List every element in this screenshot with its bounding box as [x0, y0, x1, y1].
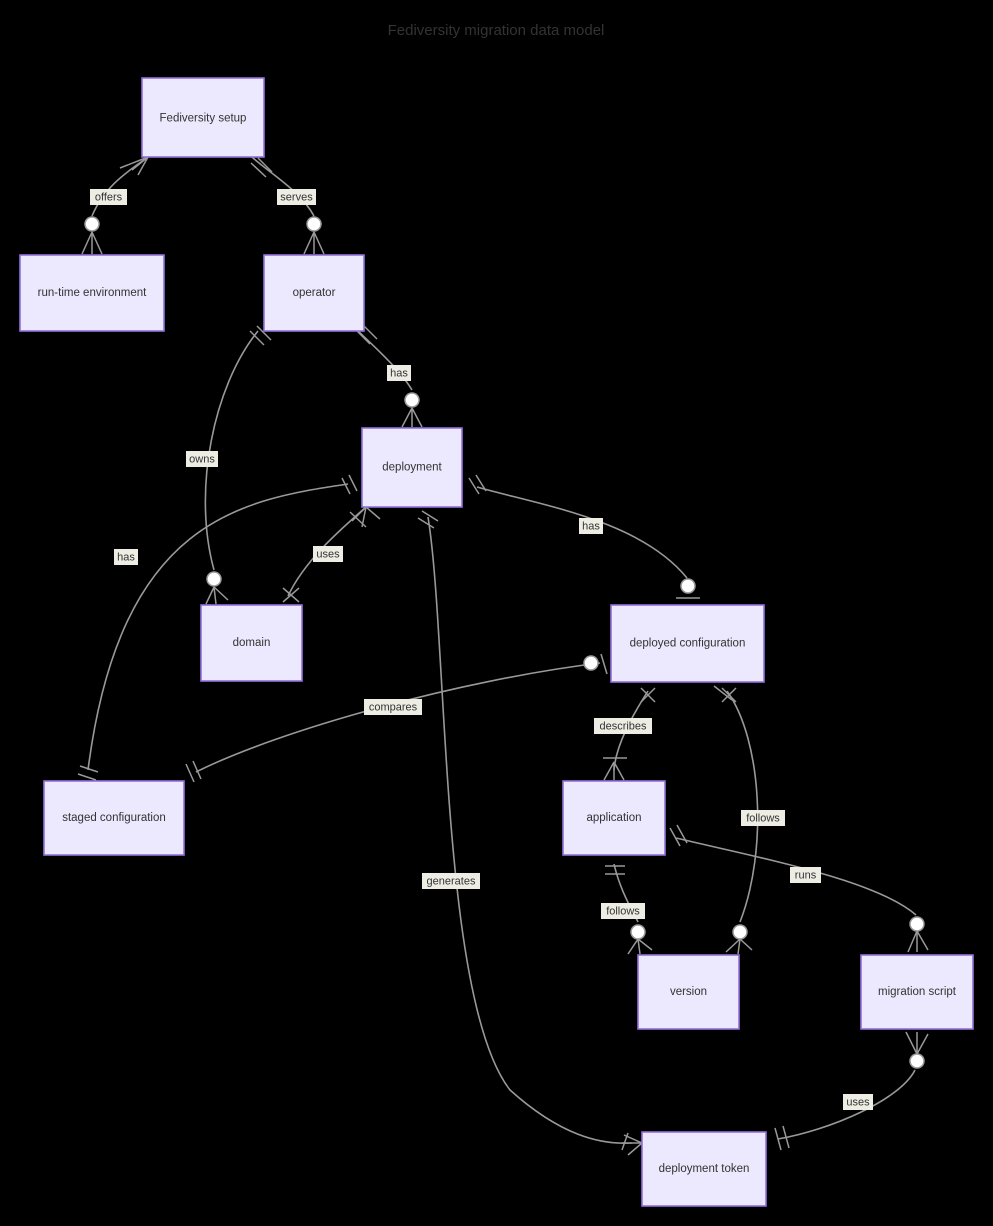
rel-label-has-deployment: has	[387, 365, 411, 381]
rel-label-has-staged-text: has	[117, 551, 135, 563]
marker-zero-or-more-runtime	[81, 216, 103, 255]
entity-run-time-environment[interactable]: run-time environment	[19, 254, 165, 332]
entity-label-deployed-configuration: deployed configuration	[630, 638, 746, 650]
rel-label-has-deployment-text: has	[390, 367, 408, 379]
rel-label-has-staged: has	[114, 549, 138, 565]
marker-exactly-one-generates-dep	[417, 510, 439, 529]
marker-exactly-one-runs-app	[669, 824, 688, 847]
marker-many-uses-domain	[282, 587, 300, 603]
rel-label-describes: describes	[594, 718, 652, 734]
marker-exactly-one-compares-staged	[185, 760, 202, 783]
marker-zero-or-one-compares-depcfg	[583, 653, 608, 675]
marker-zero-or-more-operator	[303, 216, 325, 255]
rel-label-uses-text: uses	[316, 548, 340, 560]
marker-exactly-one-serves-setup	[250, 157, 273, 178]
entity-application[interactable]: application	[562, 780, 666, 856]
rel-line-has-depcfg	[476, 486, 688, 579]
rel-label-runs-text: runs	[795, 869, 817, 881]
entity-label-fediversity-setup: Fediversity setup	[160, 113, 247, 125]
rel-label-owns-text: owns	[189, 453, 215, 465]
entity-label-staged-configuration: staged configuration	[62, 812, 166, 824]
entity-deployment[interactable]: deployment	[361, 427, 463, 508]
relationship-labels: offers serves has owns uses has	[90, 189, 873, 1110]
rel-label-follows-application-text: follows	[606, 905, 640, 917]
marker-exactly-one-has-staged-dep	[341, 474, 358, 495]
rel-label-compares-text: compares	[369, 701, 418, 713]
marker-crowsfoot-offers-setup	[119, 156, 149, 176]
rel-label-follows-depcfg: follows	[741, 810, 785, 826]
rel-line-has-deployment	[357, 330, 413, 391]
rel-label-offers: offers	[90, 189, 127, 205]
rel-label-uses-token-text: uses	[846, 1096, 870, 1108]
rel-label-runs: runs	[790, 867, 821, 883]
marker-exactly-one-owns-operator	[249, 325, 272, 346]
rel-line-uses-token	[777, 1069, 916, 1140]
rel-label-uses-token: uses	[843, 1094, 873, 1110]
marker-zero-or-more-uses-script	[905, 1031, 929, 1069]
entity-domain[interactable]: domain	[200, 604, 303, 682]
marker-many-uses-deployment	[349, 506, 381, 528]
rel-label-offers-text: offers	[95, 191, 123, 203]
entity-migration-script[interactable]: migration script	[860, 954, 974, 1030]
entity-staged-configuration[interactable]: staged configuration	[43, 780, 185, 856]
marker-exactly-one-has-depcfg-dep	[468, 474, 487, 495]
marker-zero-or-more-runs-script	[907, 916, 929, 953]
cardinality-markers	[77, 156, 929, 1156]
marker-one-or-more-describes-app	[603, 757, 627, 781]
rel-label-generates-text: generates	[427, 875, 476, 887]
entities: Fediversity setup run-time environment o…	[19, 77, 974, 1207]
entity-label-version: version	[670, 986, 707, 998]
marker-zero-or-more-owns-domain	[205, 571, 229, 605]
marker-zero-or-more-has-deployment	[401, 392, 423, 428]
entity-label-operator: operator	[293, 287, 336, 299]
entity-version[interactable]: version	[637, 954, 740, 1030]
entity-label-deployment-token: deployment token	[659, 1163, 750, 1175]
rel-label-has-depcfg-text: has	[582, 520, 600, 532]
rel-line-generates	[427, 516, 633, 1145]
rel-label-generates: generates	[422, 873, 480, 889]
marker-exactly-one-uses-token	[774, 1125, 790, 1151]
entity-label-run-time-environment: run-time environment	[38, 287, 147, 299]
rel-line-offers	[91, 156, 149, 217]
rel-label-serves: serves	[277, 189, 316, 205]
rel-label-uses: uses	[313, 546, 343, 562]
marker-many-follows-depcfg	[713, 685, 737, 703]
rel-line-has-staged	[87, 483, 349, 771]
entity-deployed-configuration[interactable]: deployed configuration	[610, 604, 765, 683]
rel-label-follows-depcfg-text: follows	[746, 812, 780, 824]
entity-deployment-token[interactable]: deployment token	[641, 1131, 767, 1207]
page-title: Fediversity migration data model	[388, 22, 605, 39]
marker-zero-or-more-follows-version-app	[627, 924, 653, 955]
rel-label-follows-application: follows	[601, 903, 645, 919]
marker-zero-or-one-has-depcfg	[676, 578, 700, 599]
entity-fediversity-setup[interactable]: Fediversity setup	[141, 77, 265, 158]
rel-line-owns	[204, 330, 259, 571]
marker-zero-or-more-follows-version-dc	[725, 924, 753, 955]
rel-label-describes-text: describes	[599, 720, 647, 732]
rel-line-serves	[251, 156, 315, 217]
rel-label-has-depcfg: has	[579, 518, 603, 534]
entity-label-deployment: deployment	[382, 462, 442, 474]
rel-label-serves-text: serves	[280, 191, 313, 203]
marker-exactly-one-follows-app	[605, 865, 625, 875]
rel-label-owns: owns	[186, 451, 218, 467]
marker-many-describes-depcfg	[640, 687, 656, 703]
entity-operator[interactable]: operator	[263, 254, 365, 332]
marker-many-generates-token	[621, 1132, 643, 1156]
rel-line-follows-dc	[726, 690, 759, 923]
entity-label-domain: domain	[233, 637, 271, 649]
marker-exactly-one-has-staged-cfg	[77, 765, 99, 781]
entity-label-application: application	[587, 812, 642, 824]
rel-label-compares: compares	[364, 699, 422, 715]
entity-label-migration-script: migration script	[878, 986, 957, 998]
marker-exactly-one-has-operator	[355, 324, 378, 345]
